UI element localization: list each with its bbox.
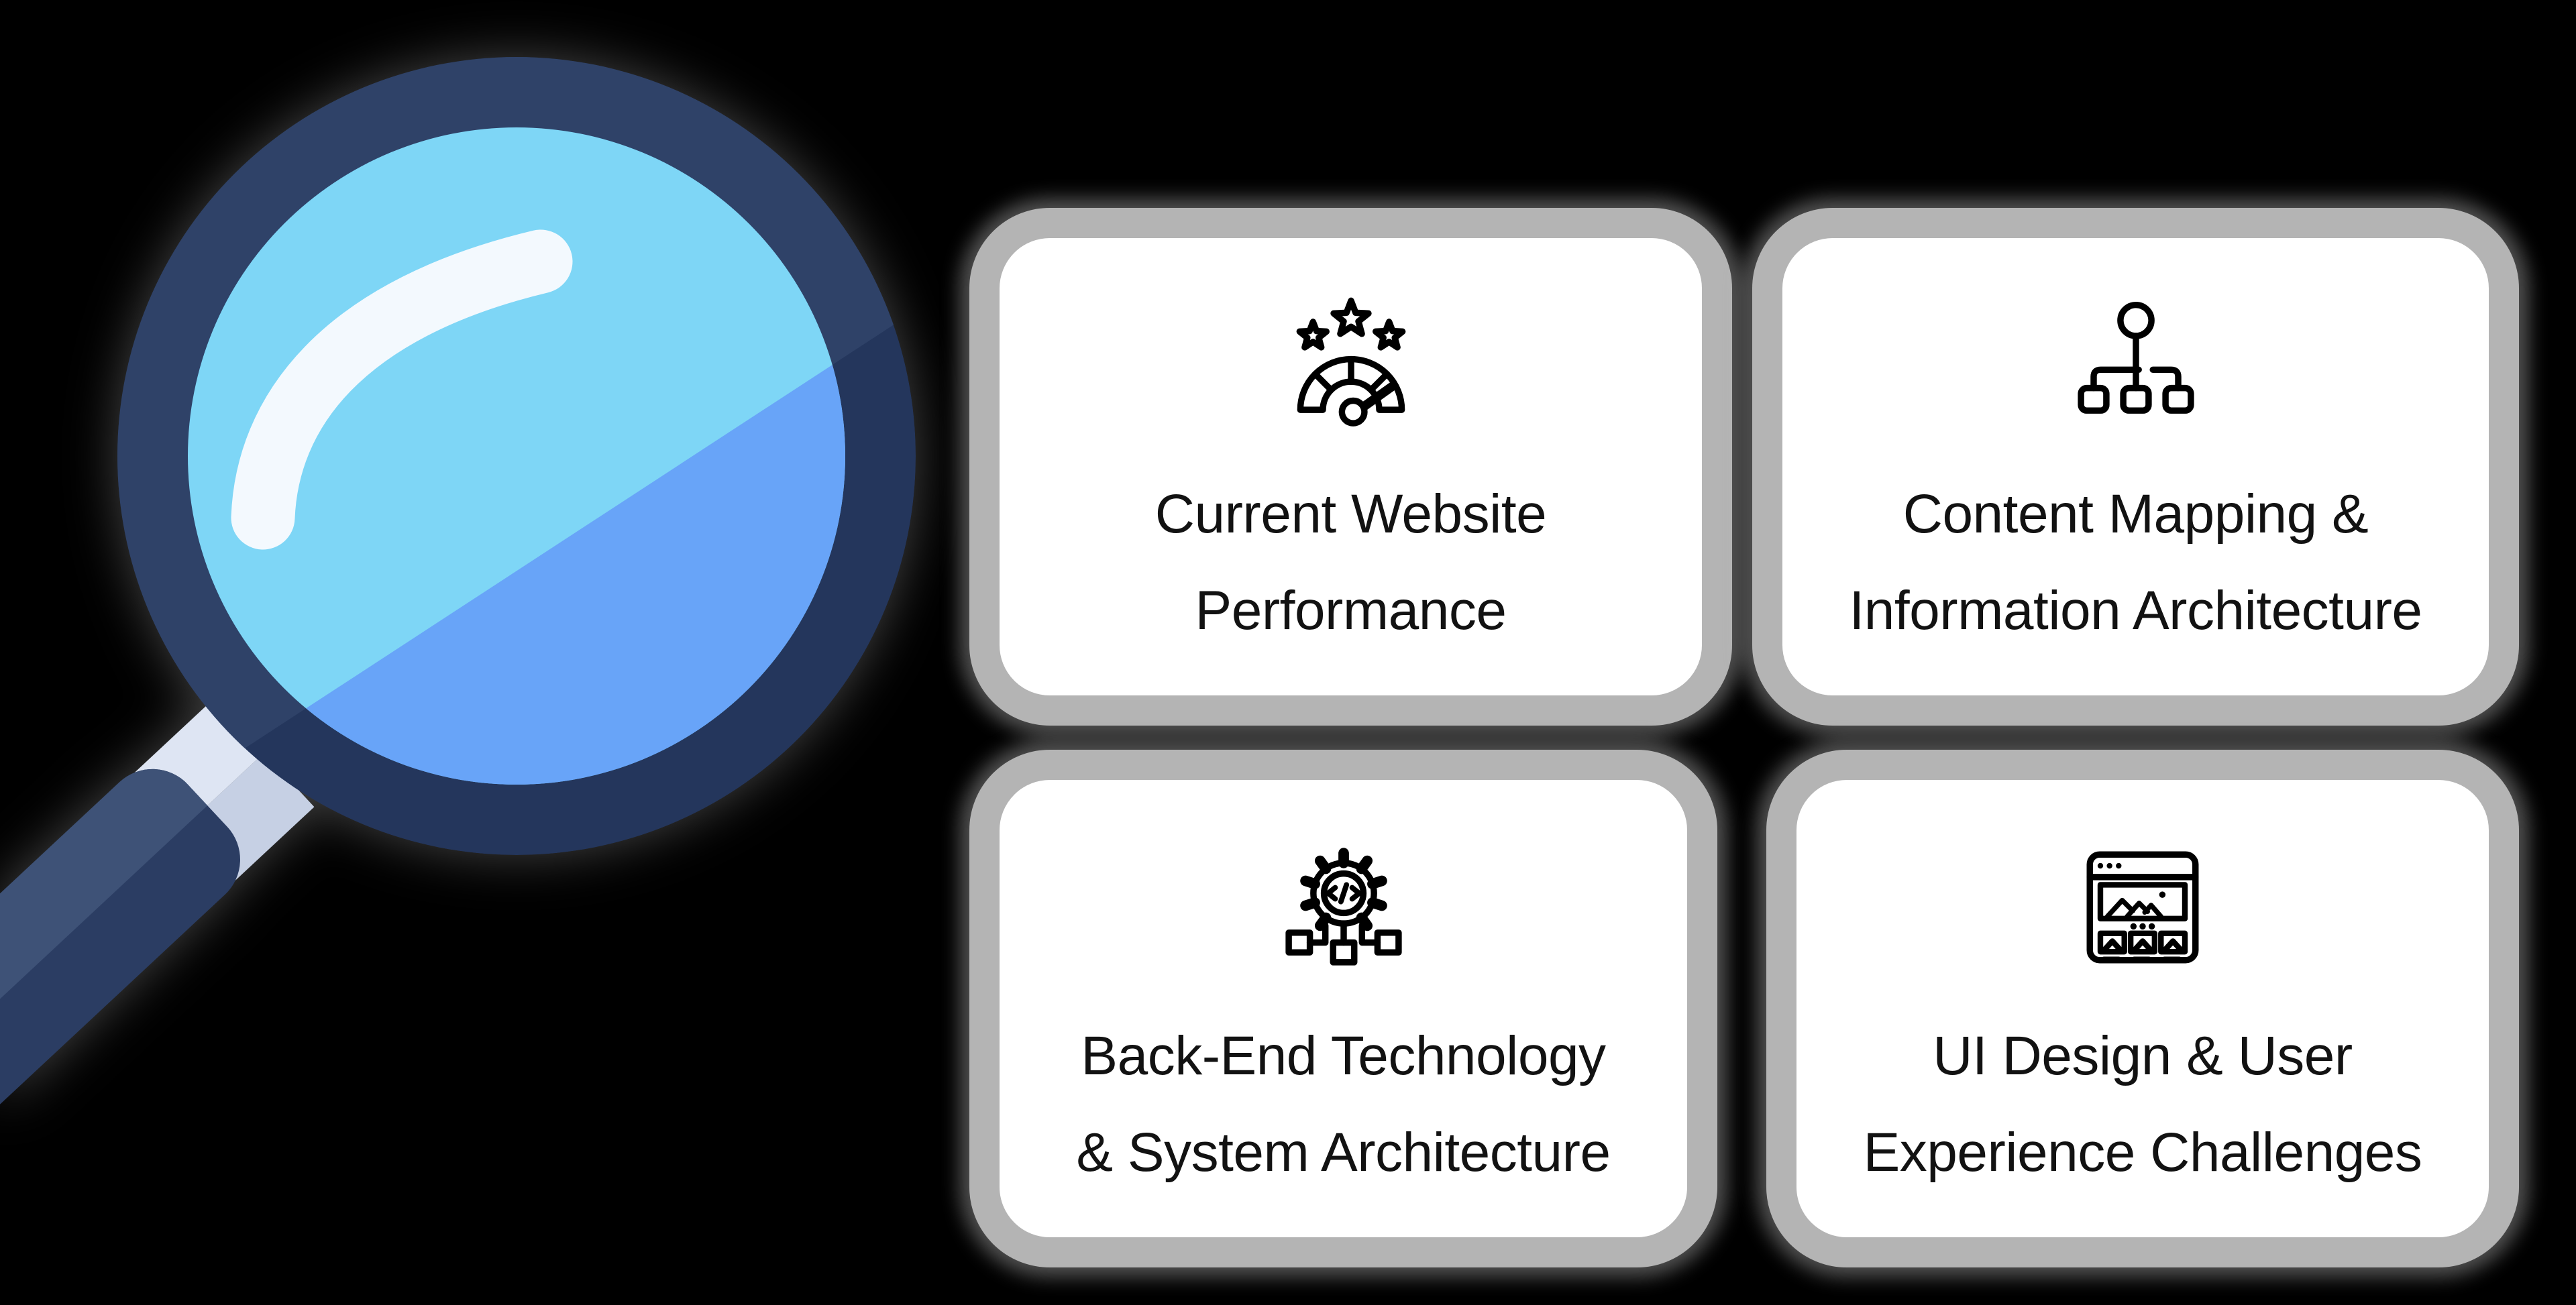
card-content-mapping-information-architecture: Content Mapping & Information Architectu… bbox=[1752, 208, 2519, 726]
sitemap-icon bbox=[2077, 301, 2194, 414]
performance-gauge-icon bbox=[1296, 297, 1405, 427]
card-title: UI Design & User Experience Challenges bbox=[1864, 1008, 2422, 1201]
card-title: Content Mapping & Information Architectu… bbox=[1849, 466, 2422, 659]
card-title-line: Current Website bbox=[1155, 484, 1547, 545]
magnifier-lens bbox=[117, 57, 916, 855]
card-title: Back-End Technology & System Architectur… bbox=[1076, 1008, 1611, 1201]
card-title-line: & System Architecture bbox=[1076, 1122, 1611, 1183]
magnifying-glass-icon bbox=[0, 57, 916, 1305]
gear-code-icon bbox=[1285, 848, 1402, 966]
card-title: Current Website Performance bbox=[1155, 466, 1547, 659]
magnifier-handle bbox=[0, 749, 260, 1305]
card-title-line: Back-End Technology bbox=[1081, 1025, 1606, 1086]
browser-window-icon bbox=[2086, 851, 2199, 964]
card-title-line: Performance bbox=[1195, 580, 1507, 641]
card-ui-design-user-experience-challenges: UI Design & User Experience Challenges bbox=[1766, 750, 2519, 1267]
card-title-line: Content Mapping & bbox=[1902, 484, 2369, 545]
card-title-line: Information Architecture bbox=[1849, 580, 2422, 641]
card-back-end-technology-system-architecture: Back-End Technology & System Architectur… bbox=[969, 750, 1717, 1267]
card-current-website-performance: Current Website Performance bbox=[969, 208, 1732, 726]
card-title-line: Experience Challenges bbox=[1863, 1122, 2422, 1183]
card-title-line: UI Design & User bbox=[1933, 1025, 2353, 1086]
